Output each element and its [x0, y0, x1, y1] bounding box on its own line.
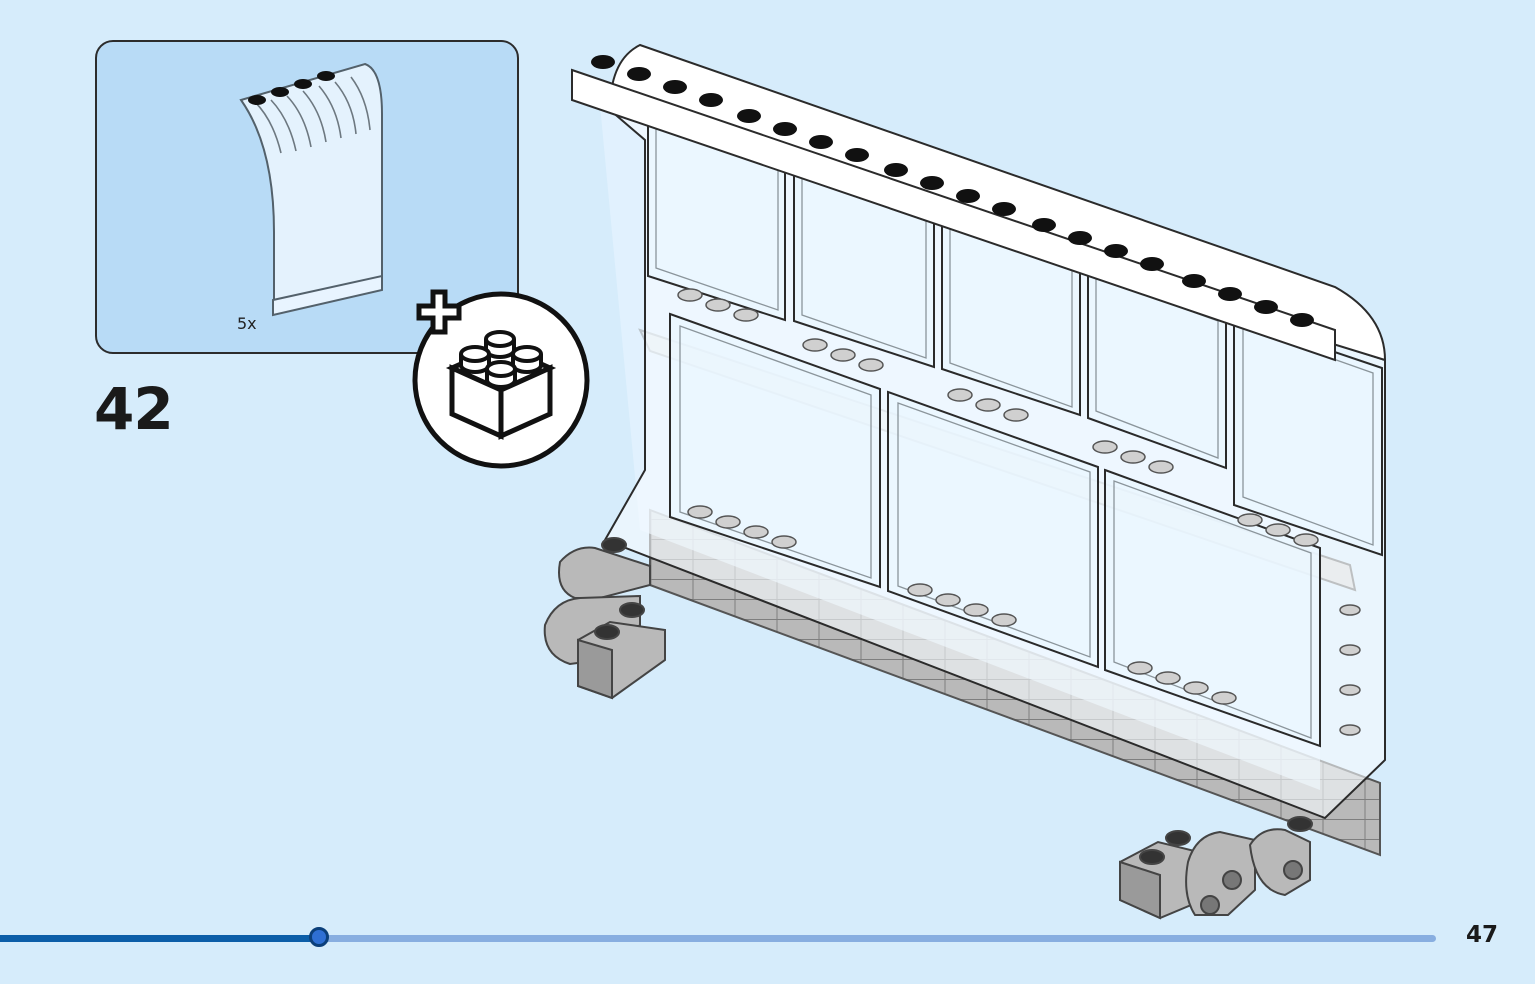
parts-list-panel: 5x: [95, 40, 519, 354]
part-quantity: 5x: [237, 314, 257, 333]
page-number: 47: [1466, 922, 1499, 948]
progress-track: [0, 935, 1436, 942]
left-foot-assembly: [543, 537, 666, 700]
add-brick-icon: [412, 289, 590, 469]
progress-bar: [0, 927, 1436, 947]
model-illustration: [543, 43, 1387, 920]
progress-indicator: [308, 927, 329, 947]
step-number: 42: [94, 375, 174, 443]
transparent-curved-panel-icon: [239, 62, 383, 317]
progress-fill: [0, 935, 319, 942]
right-foot-assembly: [1119, 816, 1313, 920]
